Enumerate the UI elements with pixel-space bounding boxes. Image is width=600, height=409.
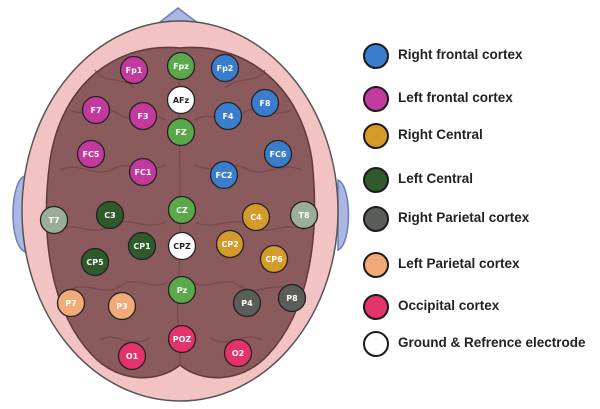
- electrode-label-p7: P7: [65, 299, 76, 308]
- electrode-cp6: CP6: [261, 246, 288, 273]
- electrode-cp2: CP2: [217, 231, 244, 258]
- electrode-f7: F7: [83, 97, 110, 124]
- legend-swatch-left-parietal: [363, 252, 389, 278]
- electrode-label-cpz: CPZ: [173, 242, 191, 251]
- electrode-pz: Pz: [169, 277, 196, 304]
- electrode-label-p8: P8: [286, 294, 298, 303]
- legend-label-ground-reference: Ground & Refrence electrode: [398, 335, 586, 350]
- electrode-f8: F8: [252, 90, 279, 117]
- electrode-p7: P7: [58, 290, 85, 317]
- legend-swatch-occipital: [363, 294, 389, 320]
- electrode-label-t7: T7: [48, 216, 59, 225]
- electrode-label-f8: F8: [259, 99, 270, 108]
- electrode-label-fc1: FC1: [135, 168, 152, 177]
- electrode-f3: F3: [130, 103, 157, 130]
- legend-label-right-parietal: Right Parietal cortex: [398, 210, 529, 225]
- legend-item-left-frontal: Left frontal cortex: [360, 85, 600, 119]
- electrode-label-f7: F7: [90, 106, 101, 115]
- electrode-label-cp6: CP6: [265, 255, 283, 264]
- electrode-o2: O2: [225, 340, 252, 367]
- electrode-label-t8: T8: [298, 211, 309, 220]
- electrode-fc5: FC5: [78, 141, 105, 168]
- electrode-label-poz: POZ: [173, 335, 192, 344]
- electrode-label-fpz: Fpz: [173, 62, 189, 71]
- electrode-label-fc6: FC6: [270, 150, 287, 159]
- electrode-fc6: FC6: [265, 141, 292, 168]
- electrode-fc2: FC2: [211, 162, 238, 189]
- electrode-label-fc2: FC2: [216, 171, 233, 180]
- legend-label-right-central: Right Central: [398, 127, 483, 142]
- legend-label-occipital: Occipital cortex: [398, 298, 499, 313]
- electrode-cp5: CP5: [82, 249, 109, 276]
- electrode-p8: P8: [279, 285, 306, 312]
- legend-swatch-right-parietal: [363, 206, 389, 232]
- electrode-label-p3: P3: [116, 302, 127, 311]
- electrode-t8: T8: [291, 202, 318, 229]
- electrode-f4: F4: [215, 103, 242, 130]
- legend-item-right-frontal: Right frontal cortex: [360, 42, 600, 76]
- legend-item-occipital: Occipital cortex: [360, 293, 600, 327]
- legend-label-left-central: Left Central: [398, 171, 473, 186]
- legend-item-left-parietal: Left Parietal cortex: [360, 251, 600, 285]
- electrode-cz: CZ: [169, 197, 196, 224]
- legend-item-ground-reference: Ground & Refrence electrode: [360, 330, 600, 364]
- electrode-label-c4: C4: [250, 213, 262, 222]
- electrode-label-cp1: CP1: [133, 242, 151, 251]
- electrode-cpz: CPZ: [169, 233, 196, 260]
- electrode-fz: FZ: [168, 119, 195, 146]
- electrode-o1: O1: [119, 343, 146, 370]
- legend-label-right-frontal: Right frontal cortex: [398, 47, 523, 62]
- electrode-label-c3: C3: [104, 211, 115, 220]
- electrode-label-fp2: Fp2: [217, 64, 234, 73]
- electrode-label-o2: O2: [232, 349, 244, 358]
- electrode-label-f4: F4: [222, 112, 233, 121]
- legend-item-left-central: Left Central: [360, 166, 600, 200]
- electrode-c4: C4: [243, 204, 270, 231]
- legend-label-left-parietal: Left Parietal cortex: [398, 256, 520, 271]
- electrode-label-o1: O1: [126, 352, 139, 361]
- electrode-fp1: Fp1: [121, 57, 148, 84]
- legend-swatch-left-frontal: [363, 86, 389, 112]
- right-ear: [338, 180, 349, 250]
- legend-swatch-left-central: [363, 167, 389, 193]
- electrode-c3: C3: [97, 202, 124, 229]
- electrode-afz: AFz: [168, 87, 195, 114]
- electrode-label-fc5: FC5: [83, 150, 100, 159]
- legend-swatch-right-central: [363, 123, 389, 149]
- legend-item-right-central: Right Central: [360, 122, 600, 156]
- electrode-label-p4: P4: [241, 299, 253, 308]
- electrode-poz: POZ: [169, 326, 196, 353]
- electrode-p4: P4: [234, 290, 261, 317]
- legend-swatch-ground-reference: [363, 331, 389, 357]
- electrode-fc1: FC1: [130, 159, 157, 186]
- electrode-cp1: CP1: [129, 233, 156, 260]
- electrode-label-pz: Pz: [177, 286, 188, 295]
- electrode-label-cp5: CP5: [86, 258, 104, 267]
- legend-item-right-parietal: Right Parietal cortex: [360, 205, 600, 239]
- electrode-label-fz: FZ: [175, 128, 186, 137]
- electrode-label-afz: AFz: [173, 96, 190, 105]
- electrode-label-fp1: Fp1: [126, 66, 143, 75]
- electrode-t7: T7: [41, 207, 68, 234]
- electrode-label-cp2: CP2: [221, 240, 238, 249]
- electrode-label-cz: CZ: [176, 206, 188, 215]
- legend-label-left-frontal: Left frontal cortex: [398, 90, 513, 105]
- electrode-fpz: Fpz: [168, 53, 195, 80]
- legend-swatch-right-frontal: [363, 43, 389, 69]
- electrode-label-f3: F3: [137, 112, 148, 121]
- electrode-fp2: Fp2: [212, 55, 239, 82]
- electrode-p3: P3: [109, 293, 136, 320]
